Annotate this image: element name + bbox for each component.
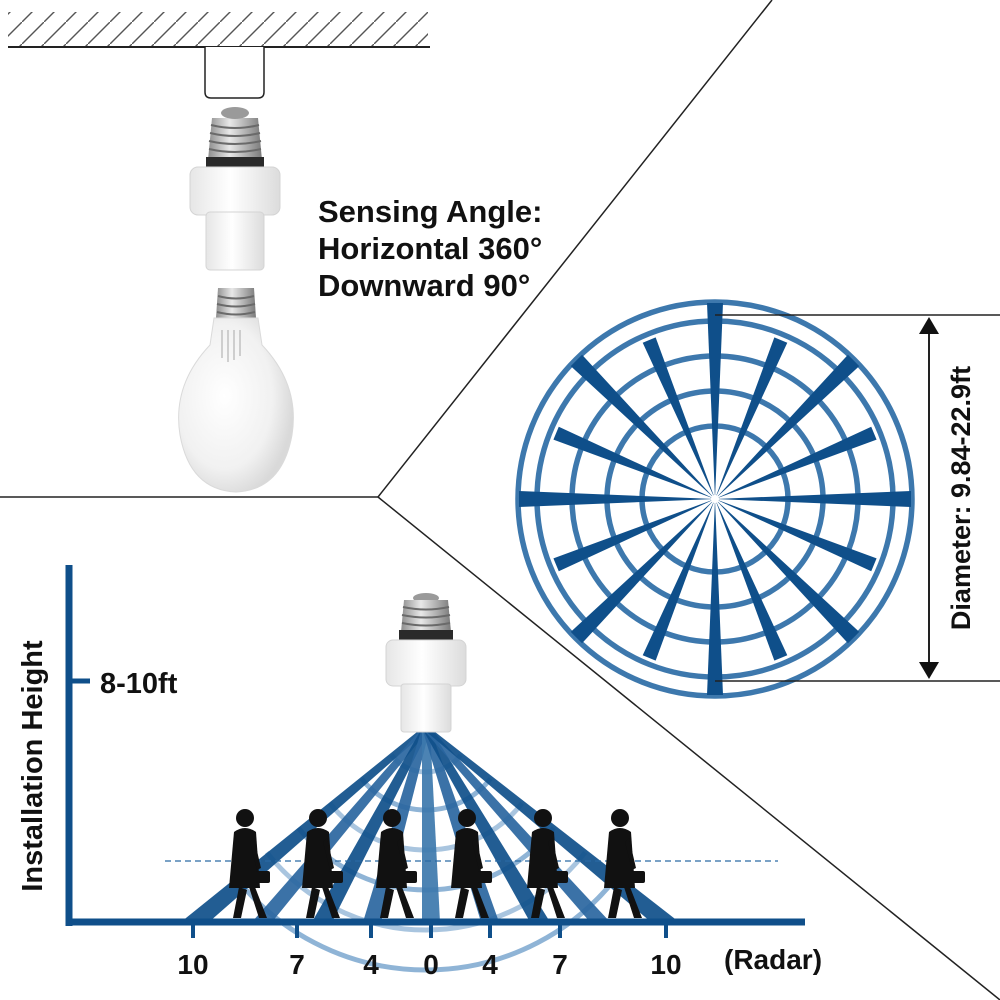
height-axes xyxy=(65,565,805,926)
sensing-title: Sensing Angle: xyxy=(318,194,542,229)
radar-spoke xyxy=(642,337,715,499)
detection-beam xyxy=(422,728,550,922)
radar-spoke xyxy=(519,491,715,507)
person-arm xyxy=(625,838,636,870)
person-leg xyxy=(455,887,469,918)
sensing-horizontal: Horizontal 360° xyxy=(318,231,542,266)
radar-tick-label: 4 xyxy=(482,949,498,980)
radar-tick-label: 7 xyxy=(289,949,305,980)
person-head xyxy=(458,809,476,827)
radar-tick-marks xyxy=(191,922,668,938)
person-head xyxy=(534,809,552,827)
radar-spoke xyxy=(715,499,860,644)
person-leg xyxy=(249,887,267,918)
diameter-dimension: Diameter: 9.84-22.9ft xyxy=(715,314,1000,682)
person-leg xyxy=(233,887,247,918)
radar-spoke xyxy=(707,499,723,695)
radar-tick-label: 10 xyxy=(650,949,681,980)
person-leg xyxy=(380,887,394,918)
detection-arc xyxy=(264,850,588,933)
radar-tick-label: 0 xyxy=(423,949,439,980)
walking-people xyxy=(229,809,645,918)
radar-spoke xyxy=(715,499,788,661)
person-head xyxy=(236,809,254,827)
person-leg xyxy=(322,887,340,918)
radar-unit-label: (Radar) xyxy=(724,944,822,975)
person-bag xyxy=(403,871,417,883)
radar-top-view xyxy=(515,299,915,699)
radar-spoke xyxy=(715,491,911,507)
person-silhouette xyxy=(229,809,270,918)
detection-beam xyxy=(252,728,430,922)
radar-spoke xyxy=(553,499,715,572)
person-bag xyxy=(478,871,492,883)
sensing-angle-text: Sensing Angle: Horizontal 360° Downward … xyxy=(318,194,542,303)
radar-spoke xyxy=(715,426,877,499)
person-head xyxy=(309,809,327,827)
sensing-downward: Downward 90° xyxy=(318,268,530,303)
person-bag xyxy=(256,871,270,883)
installation-height-label: Installation Height xyxy=(17,640,49,892)
bulb-fine-print xyxy=(221,330,241,362)
person-leg xyxy=(531,887,545,918)
person-arm xyxy=(548,838,559,870)
person-arm xyxy=(250,838,261,870)
person-silhouette xyxy=(376,809,417,918)
person-leg xyxy=(608,887,622,918)
radar-spoke xyxy=(715,337,788,499)
person-arm xyxy=(323,838,334,870)
diameter-label: Diameter: 9.84-22.9ft xyxy=(946,366,976,630)
person-head xyxy=(611,809,629,827)
radar-spoke xyxy=(715,499,877,572)
radar-axis: 10 7 4 0 4 7 10 (Radar) xyxy=(177,922,822,980)
person-bag xyxy=(329,871,343,883)
person-leg xyxy=(471,887,489,918)
radar-spoke xyxy=(570,354,715,499)
person-bag xyxy=(631,871,645,883)
radar-spoke xyxy=(553,426,715,499)
person-arm xyxy=(472,838,483,870)
led-bulb xyxy=(178,288,294,493)
height-value-label: 8-10ft xyxy=(100,668,178,700)
person-arm xyxy=(397,838,408,870)
person-leg xyxy=(624,887,642,918)
person-bag xyxy=(554,871,568,883)
radar-center xyxy=(711,495,719,503)
person-silhouette xyxy=(604,809,645,918)
socket-sensor-top xyxy=(189,107,281,271)
person-leg xyxy=(396,887,414,918)
person-head xyxy=(383,809,401,827)
person-silhouette xyxy=(527,809,568,918)
person-leg xyxy=(306,887,320,918)
radar-spoke xyxy=(715,354,860,499)
radar-spoke xyxy=(707,303,723,499)
person-silhouette xyxy=(302,809,343,918)
radar-ring xyxy=(515,299,915,699)
radar-tick-label: 4 xyxy=(363,949,379,980)
person-leg xyxy=(547,887,565,918)
radar-spoke xyxy=(642,499,715,661)
socket-sensor-bottom xyxy=(385,593,467,733)
radar-tick-label: 10 xyxy=(177,949,208,980)
ceiling xyxy=(8,12,430,99)
detection-beam xyxy=(422,728,440,922)
person-silhouette xyxy=(451,809,492,918)
radar-spoke xyxy=(570,499,715,644)
radar-tick-label: 7 xyxy=(552,949,568,980)
